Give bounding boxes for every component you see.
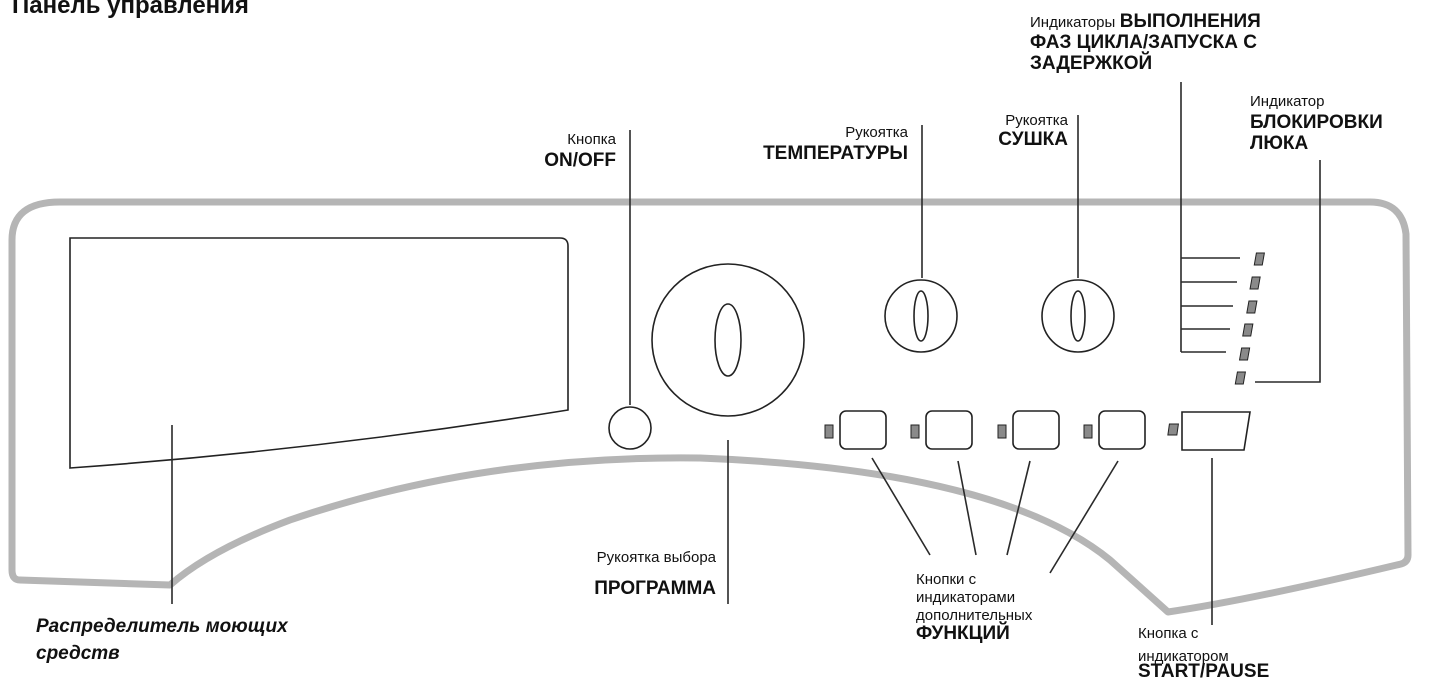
program-knob-grip: [714, 303, 742, 377]
door-lock-label-big1: БЛОКИРОВКИ: [1250, 112, 1383, 133]
function-label-line3: дополнительных: [916, 607, 1033, 624]
start-pause-label-big: START/PAUSE: [1138, 661, 1270, 682]
door-lock-label: Индикатор БЛОКИРОВКИ ЛЮКА: [1250, 94, 1383, 153]
leader-door-lock: [1255, 160, 1321, 383]
leader-function-4: [1049, 460, 1119, 574]
function-label-line1: Кнопки с: [916, 571, 977, 588]
phase-indicator-3: [1246, 300, 1258, 314]
door-lock-label-small: Индикатор: [1250, 93, 1325, 110]
program-knob: [651, 263, 805, 417]
start-pause-indicator: [1167, 423, 1179, 436]
function-button-1: [824, 410, 887, 450]
door-lock-indicator: [1234, 371, 1246, 385]
start-pause-label: Кнопка с индикатором START/PAUSE: [1138, 626, 1269, 681]
function-key-2: [925, 410, 973, 450]
function-buttons-label: Кнопки с индикаторами дополнительных ФУН…: [916, 572, 1032, 643]
temperature-label: Рукоятка ТЕМПЕРАТУРЫ: [763, 125, 908, 163]
function-indicator-3: [997, 424, 1007, 439]
phase-label-big2: ФАЗ ЦИКЛА/ЗАПУСКА С: [1030, 32, 1257, 53]
phase-indicators-label: Индикаторы ВЫПОЛНЕНИЯ ФАЗ ЦИКЛА/ЗАПУСКА …: [1030, 12, 1261, 73]
function-indicator-4: [1083, 424, 1093, 439]
dispenser-label-line2: средств: [36, 643, 120, 664]
door-lock-label-big2: ЛЮКА: [1250, 133, 1309, 154]
program-label-big: ПРОГРАММА: [594, 578, 716, 599]
temperature-knob: [884, 279, 958, 353]
drying-knob: [1041, 279, 1115, 353]
diagram-title: Панель управления: [12, 0, 249, 19]
phase-label-small: Индикаторы: [1030, 14, 1116, 31]
start-pause-label-line1: Кнопка с: [1138, 625, 1199, 642]
leader-function-2: [957, 460, 977, 556]
leader-function-1: [871, 457, 931, 556]
function-key-3: [1012, 410, 1060, 450]
phase-indicator-1: [1253, 252, 1265, 266]
dispenser-label-line1: Распределитель моющих: [36, 616, 288, 637]
phase-indicator-5: [1238, 347, 1251, 361]
phase-label-big3: ЗАДЕРЖКОЙ: [1030, 53, 1153, 74]
on-off-label-big: ON/OFF: [544, 150, 616, 171]
temperature-label-small: Рукоятка: [845, 124, 908, 141]
function-key-1: [839, 410, 887, 450]
function-button-3: [997, 410, 1060, 450]
program-label: Рукоятка выбора ПРОГРАММА: [594, 550, 716, 598]
function-label-line2: индикаторами: [916, 589, 1016, 606]
phase-indicator-4: [1242, 323, 1254, 337]
start-pause-button: [1181, 411, 1251, 451]
function-indicator-1: [824, 424, 834, 439]
drying-label-big: СУШКА: [998, 129, 1068, 150]
detergent-dispenser: [69, 237, 569, 469]
dispenser-label: Распределитель моющих средств: [36, 617, 288, 663]
function-indicator-2: [910, 424, 920, 439]
phase-label-big1: ВЫПОЛНЕНИЯ: [1119, 11, 1261, 32]
function-button-4: [1083, 410, 1146, 450]
drying-knob-grip: [1070, 290, 1086, 342]
on-off-label: Кнопка ON/OFF: [544, 132, 616, 170]
function-key-4: [1098, 410, 1146, 450]
drying-label-small: Рукоятка: [1005, 112, 1068, 129]
program-label-small: Рукоятка выбора: [596, 549, 716, 566]
drying-label: Рукоятка СУШКА: [998, 113, 1068, 149]
leader-function-3: [1006, 460, 1031, 556]
function-button-2: [910, 410, 973, 450]
on-off-button: [608, 406, 652, 450]
temperature-knob-grip: [913, 290, 929, 342]
on-off-label-small: Кнопка: [567, 131, 616, 148]
function-label-big: ФУНКЦИЙ: [916, 623, 1010, 644]
phase-indicators: [1234, 252, 1265, 385]
temperature-label-big: ТЕМПЕРАТУРЫ: [763, 143, 908, 164]
phase-indicator-2: [1249, 276, 1261, 290]
start-pause-label-line2: индикатором: [1138, 648, 1229, 665]
